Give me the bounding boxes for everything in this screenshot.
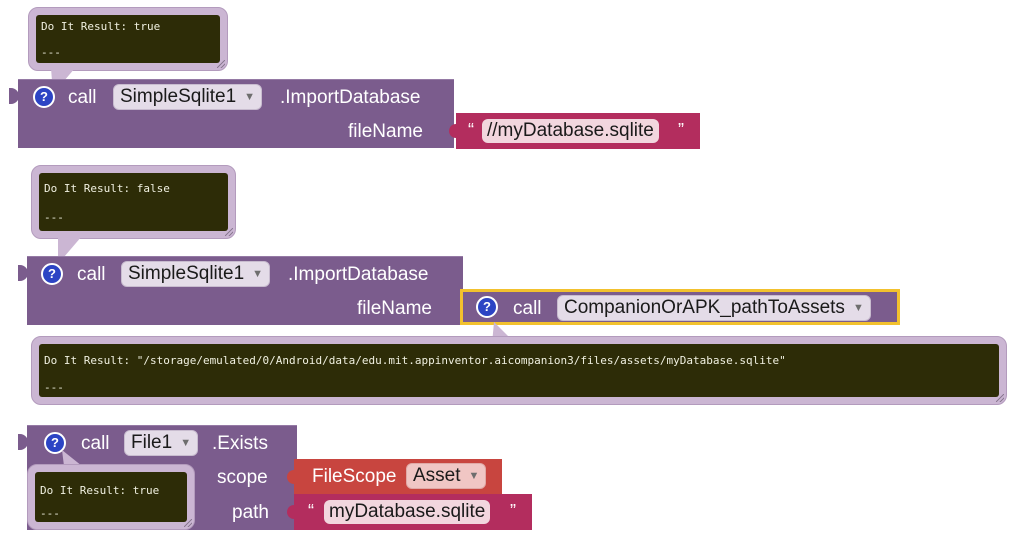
method-name: .Exists — [212, 433, 268, 454]
close-quote: ” — [678, 120, 684, 140]
component-dropdown[interactable]: SimpleSqlite1 ▼ — [113, 84, 263, 110]
enum-value-dropdown[interactable]: Asset ▼ — [406, 463, 487, 489]
import-database-block-1[interactable]: ? call SimpleSqlite1 ▼ .ImportDatabase fi… — [9, 79, 454, 148]
help-icon[interactable]: ? — [44, 432, 66, 454]
block-connector — [9, 88, 19, 104]
text-string-block[interactable]: “ //myDatabase.sqlite ” — [449, 113, 700, 149]
chevron-down-icon: ▼ — [244, 91, 256, 103]
method-name: .ImportDatabase — [288, 264, 429, 285]
block-connector — [18, 434, 28, 450]
chevron-down-icon: ▼ — [468, 470, 480, 482]
param-label-filename: fileName — [348, 121, 423, 142]
string-value-field[interactable]: myDatabase.sqlite — [324, 500, 491, 524]
result-line: Do It Result: true — [40, 484, 160, 497]
result-text-area: Do It Result: "/storage/emulated/0/Andro… — [39, 344, 999, 397]
result-separator: --- — [40, 507, 60, 520]
help-icon[interactable]: ? — [41, 263, 63, 285]
result-text-area: Do It Result: true --- — [35, 472, 187, 522]
close-quote: ” — [510, 501, 516, 521]
component-dropdown[interactable]: SimpleSqlite1 ▼ — [121, 261, 271, 287]
param-label-filename: fileName — [357, 298, 432, 319]
import-database-block-2[interactable]: ? call SimpleSqlite1 ▼ .ImportDatabase fi… — [18, 256, 463, 325]
text-string-block[interactable]: “ myDatabase.sqlite ” — [287, 494, 532, 530]
bubble-tail — [62, 450, 82, 466]
result-text-area: Do It Result: false --- — [39, 173, 228, 231]
result-separator: --- — [44, 211, 64, 224]
do-it-result-bubble-2: Do It Result: false --- — [31, 165, 236, 239]
resize-handle-icon[interactable] — [217, 60, 225, 68]
help-icon[interactable]: ? — [476, 296, 498, 318]
result-separator: --- — [41, 46, 61, 59]
component-name: File1 — [131, 432, 173, 453]
open-quote: “ — [468, 120, 474, 140]
result-line: Do It Result: "/storage/emulated/0/Andro… — [44, 354, 786, 367]
do-it-result-bubble-1: Do It Result: true --- — [28, 7, 228, 71]
block-connector — [287, 505, 295, 519]
call-label: call — [68, 87, 97, 108]
block-connector — [449, 124, 457, 138]
chevron-down-icon: ▼ — [852, 302, 864, 314]
procedure-name: CompanionOrAPK_pathToAssets — [564, 297, 845, 318]
block-connector — [287, 470, 295, 484]
method-name: .ImportDatabase — [280, 87, 421, 108]
call-label: call — [77, 264, 106, 285]
string-value-field[interactable]: //myDatabase.sqlite — [482, 119, 659, 143]
enum-name: FileScope — [312, 466, 397, 487]
component-dropdown[interactable]: File1 ▼ — [124, 430, 199, 456]
component-name: SimpleSqlite1 — [120, 86, 237, 107]
component-name: SimpleSqlite1 — [128, 263, 245, 284]
do-it-result-bubble-3: Do It Result: "/storage/emulated/0/Andro… — [31, 336, 1007, 405]
resize-handle-icon[interactable] — [184, 519, 192, 527]
call-label: call — [81, 433, 110, 454]
open-quote: “ — [308, 501, 314, 521]
resize-handle-icon[interactable] — [225, 228, 233, 236]
chevron-down-icon: ▼ — [252, 268, 264, 280]
enum-value: Asset — [413, 465, 461, 486]
param-label-scope: scope — [217, 467, 268, 488]
result-line: Do It Result: false — [44, 182, 170, 195]
result-text-area: Do It Result: true --- — [36, 15, 220, 63]
chevron-down-icon: ▼ — [180, 437, 192, 449]
call-label: call — [513, 298, 542, 319]
do-it-result-bubble-4: Do It Result: true --- — [27, 464, 195, 530]
procedure-call-block[interactable]: ? call CompanionOrAPK_pathToAssets ▼ — [460, 289, 900, 325]
param-label-path: path — [232, 502, 269, 523]
result-separator: --- — [44, 381, 64, 394]
resize-handle-icon[interactable] — [996, 394, 1004, 402]
block-connector — [18, 265, 28, 281]
result-line: Do It Result: true — [41, 20, 161, 33]
filescope-enum-block[interactable]: FileScope Asset ▼ — [287, 459, 502, 495]
help-icon[interactable]: ? — [33, 86, 55, 108]
procedure-dropdown[interactable]: CompanionOrAPK_pathToAssets ▼ — [557, 295, 871, 321]
